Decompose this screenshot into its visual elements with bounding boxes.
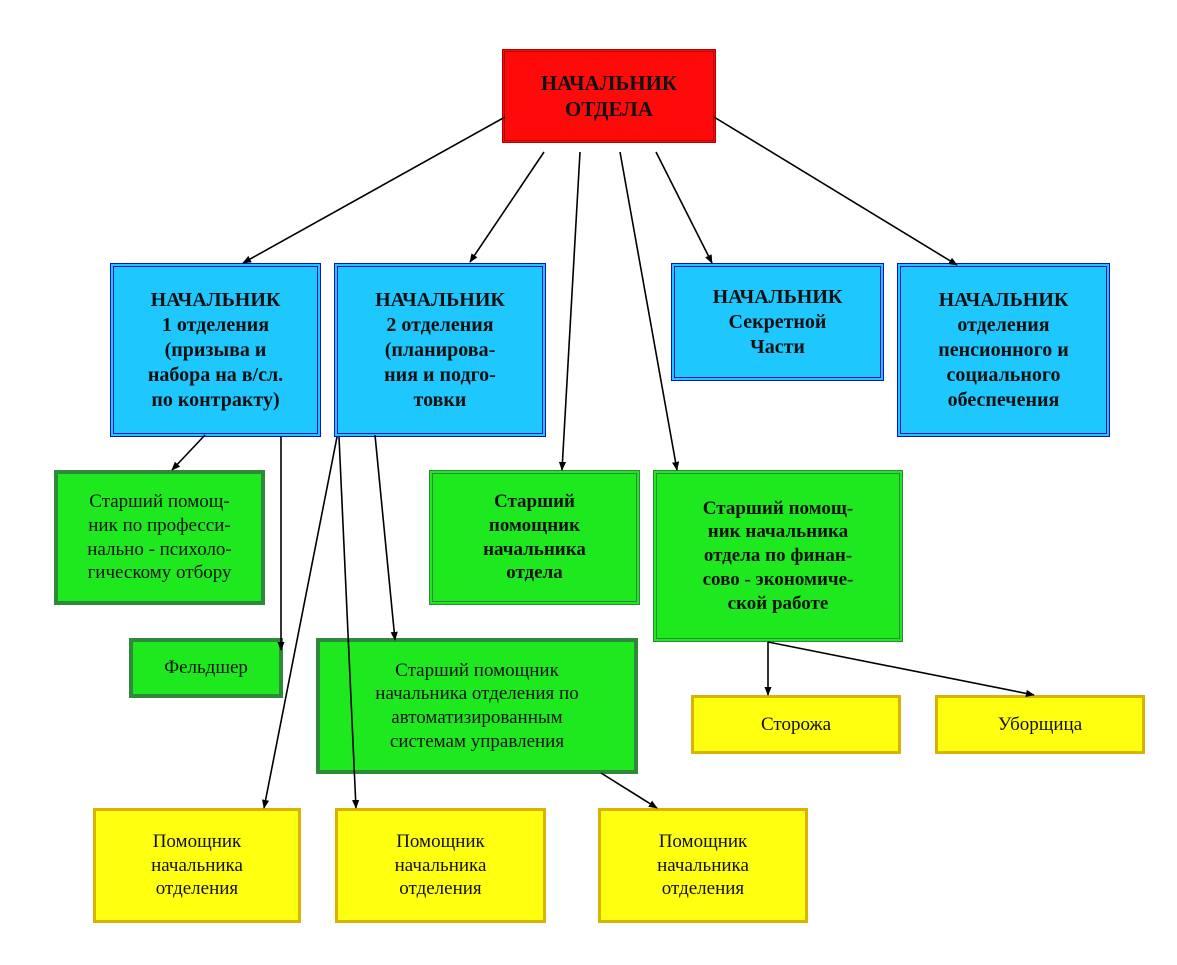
arrow-head-to-dept1 (242, 116, 506, 264)
head-of-department-label: НАЧАЛЬНИК ОТДЕЛА (540, 70, 678, 121)
secret-unit-chief-box: НАЧАЛЬНИК Секретной Части (671, 263, 884, 381)
dept2-chief-box: НАЧАЛЬНИК 2 отделения (планирова- ния и … (334, 263, 546, 437)
medic-label: Фельдшер (164, 657, 248, 679)
pension-dept-chief-label: НАЧАЛЬНИК отделения пенсионного и социал… (938, 288, 1069, 411)
cleaner-label: Уборщица (997, 713, 1083, 735)
head-of-department-box: НАЧАЛЬНИК ОТДЕЛА (502, 49, 716, 143)
secret-unit-chief-label: НАЧАЛЬНИК Секретной Части (712, 285, 843, 358)
assistant-label-3: Помощник начальника отделения (657, 830, 749, 900)
assistant-label-2: Помощник начальника отделения (394, 830, 487, 900)
arrow-acs-to-assistant-3 (600, 772, 658, 809)
psych-selection-assistant-label: Старший помощ- ник по професси- нально -… (87, 491, 232, 584)
senior-assistant-box: Старший помощник начальника отдела (429, 470, 640, 605)
finance-assistant-label: Старший помощ- ник начальника отдела по … (702, 497, 854, 614)
arrow-head-to-secret-unit (655, 151, 713, 264)
pension-dept-chief-box: НАЧАЛЬНИК отделения пенсионного и социал… (897, 263, 1110, 437)
arrow-head-to-dept2 (469, 151, 545, 263)
arrow-dept2-to-acs (374, 434, 398, 641)
arrow-head-to-finance-assistant (619, 151, 680, 471)
dept1-chief-label: НАЧАЛЬНИК 1 отделения (призыва и набора … (147, 288, 284, 411)
dept2-chief-label: НАЧАЛЬНИК 2 отделения (планирова- ния и … (375, 288, 505, 411)
arrow-head-to-senior-assistant (558, 151, 581, 471)
assistant-box-2: Помощник начальника отделения (335, 808, 546, 923)
arrow-dept1-to-psych (171, 434, 206, 471)
guards-box: Сторожа (691, 695, 901, 754)
acs-assistant-label: Старший помощник начальника отделения по… (375, 659, 579, 752)
psych-selection-assistant-box: Старший помощ- ник по професси- нально -… (54, 470, 265, 605)
medic-box: Фельдшер (129, 638, 283, 698)
finance-assistant-box: Старший помощ- ник начальника отдела по … (653, 470, 903, 642)
dept1-chief-box: НАЧАЛЬНИК 1 отделения (призыва и набора … (110, 263, 321, 437)
guards-label: Сторожа (760, 713, 832, 735)
assistant-box-1: Помощник начальника отделения (93, 808, 301, 923)
arrow-head-to-pension-dept (713, 116, 958, 266)
assistant-box-3: Помощник начальника отделения (598, 808, 808, 923)
assistant-label-1: Помощник начальника отделения (151, 830, 243, 900)
acs-assistant-box: Старший помощник начальника отделения по… (316, 638, 638, 774)
cleaner-box: Уборщица (935, 695, 1145, 754)
arrow-finance-to-cleaner (767, 641, 1035, 697)
senior-assistant-label: Старший помощник начальника отдела (483, 491, 586, 584)
